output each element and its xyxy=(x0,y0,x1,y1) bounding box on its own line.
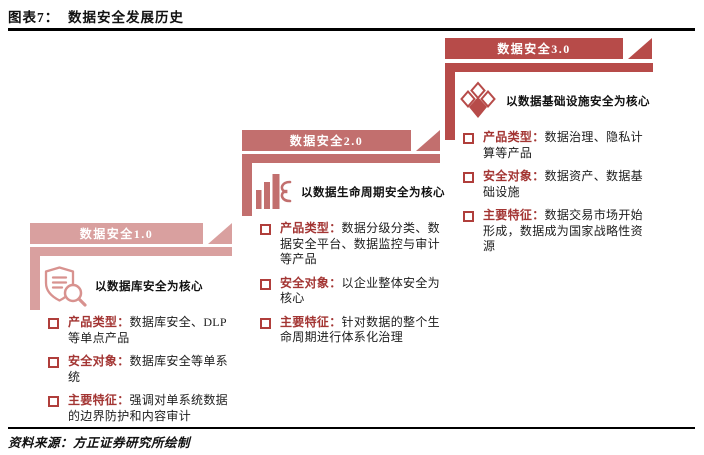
bullet-label: 主要特征： xyxy=(483,208,545,222)
stage1-head-row: 以数据库安全为核心 xyxy=(43,263,203,309)
bullet-square-marker xyxy=(260,224,271,235)
stage3-bullets: 产品类型：数据治理、隐私计算等产品 安全对象：数据资产、数据基础设施 主要特征：… xyxy=(463,130,651,255)
stage3-heading: 以数据基础设施安全为核心 xyxy=(506,96,650,108)
stage2-corner-triangle xyxy=(416,130,440,151)
stage1-corner-triangle xyxy=(208,223,232,244)
stage-data-security-2: 数据安全2.0 以数据生命周期安全为核心 产品类型：数据分级分类、数据安全平台、… xyxy=(242,130,445,360)
bullet-item: 安全对象：数据资产、数据基础设施 xyxy=(463,169,651,200)
bullet-item: 产品类型：数据分级分类、数据安全平台、数据监控与审计等产品 xyxy=(260,221,448,268)
bullet-text: 数据库安全等单系统 xyxy=(68,354,228,384)
data-lifecycle-bars-icon xyxy=(255,171,293,213)
stage3-banner: 数据安全3.0 xyxy=(445,38,623,59)
stage2-frame-left-bar xyxy=(242,154,252,216)
stage1-heading: 以数据库安全为核心 xyxy=(95,281,203,293)
stage1-frame-top-bar xyxy=(30,247,232,256)
stage2-bullets: 产品类型：数据分级分类、数据安全平台、数据监控与审计等产品 安全对象：以企业整体… xyxy=(260,221,448,346)
bullet-text: 强调对单系统数据的边界防护和内容审计 xyxy=(68,393,228,423)
bullet-label: 安全对象： xyxy=(483,169,545,183)
bullet-label: 主要特征： xyxy=(68,393,130,407)
bullet-square-marker xyxy=(463,133,474,144)
stage3-corner-triangle xyxy=(628,38,652,59)
bullet-text: 数据分级分类、数据安全平台、数据监控与审计等产品 xyxy=(280,221,440,266)
bullet-item: 主要特征：强调对单系统数据的边界防护和内容审计 xyxy=(48,393,236,424)
bullet-label: 产品类型： xyxy=(483,130,545,144)
bullet-item: 产品类型：数据治理、隐私计算等产品 xyxy=(463,130,651,161)
stage1-frame-left-bar xyxy=(30,247,40,310)
bullet-text-block: 产品类型：数据库安全、DLP等单点产品 xyxy=(68,315,236,346)
bullet-square-marker xyxy=(48,357,59,368)
stage1-banner: 数据安全1.0 xyxy=(30,223,203,244)
bullet-square-marker xyxy=(463,211,474,222)
top-rule xyxy=(8,28,695,31)
bullet-label: 产品类型： xyxy=(68,315,130,329)
stage3-head-row: 以数据基础设施安全为核心 xyxy=(458,79,650,123)
bullet-text-block: 主要特征：数据交易市场开始形成，数据成为国家战略性资源 xyxy=(483,208,651,255)
bullet-text-block: 主要特征：针对数据的整个生命周期进行体系化治理 xyxy=(280,315,448,346)
stage2-frame-top-bar xyxy=(242,154,440,163)
stage1-banner-row: 数据安全1.0 xyxy=(30,223,232,244)
bullet-text-block: 安全对象：数据库安全等单系统 xyxy=(68,354,236,385)
stage3-frame-top-bar xyxy=(445,63,653,72)
bullet-item: 产品类型：数据库安全、DLP等单点产品 xyxy=(48,315,236,346)
bullet-square-marker xyxy=(48,318,59,329)
bullet-text: 以企业整体安全为核心 xyxy=(280,275,440,306)
stage2-head-row: 以数据生命周期安全为核心 xyxy=(255,169,445,215)
source-note: 资料来源：方正证券研究所绘制 xyxy=(8,436,191,450)
bullet-text: 数据库安全、DLP等单点产品 xyxy=(68,315,227,345)
bullet-text-block: 产品类型：数据分级分类、数据安全平台、数据监控与审计等产品 xyxy=(280,221,448,268)
bullet-item: 主要特征：数据交易市场开始形成，数据成为国家战略性资源 xyxy=(463,208,651,255)
bullet-text: 数据交易市场开始形成，数据成为国家战略性资源 xyxy=(483,208,643,253)
bullet-label: 安全对象： xyxy=(280,275,342,290)
bullet-label: 产品类型： xyxy=(280,221,342,235)
stage3-banner-row: 数据安全3.0 xyxy=(445,38,653,59)
stage1-bullets: 产品类型：数据库安全、DLP等单点产品 安全对象：数据库安全等单系统 主要特征：… xyxy=(48,315,236,424)
bullet-text-block: 安全对象：以企业整体安全为核心 xyxy=(280,276,448,307)
bullet-text-block: 主要特征：强调对单系统数据的边界防护和内容审计 xyxy=(68,393,236,424)
bullet-square-marker xyxy=(463,172,474,183)
bullet-square-marker xyxy=(48,396,59,407)
stage3-frame-left-bar xyxy=(445,63,455,140)
data-cube-icon xyxy=(458,81,498,121)
bullet-square-marker xyxy=(260,278,271,290)
bullet-text: 针对数据的整个生命周期进行体系化治理 xyxy=(280,314,440,345)
stage-data-security-3: 数据安全3.0 以数据基础设施安全为核心 产品类型：数据治理、隐私计算等产品 xyxy=(445,38,653,268)
page-title: 图表7： 数据安全发展历史 xyxy=(8,10,184,25)
bullet-label: 主要特征： xyxy=(280,314,342,329)
bullet-text-block: 产品类型：数据治理、隐私计算等产品 xyxy=(483,130,651,161)
bullet-text: 数据资产、数据基础设施 xyxy=(483,169,643,199)
bullet-item: 安全对象：数据库安全等单系统 xyxy=(48,354,236,385)
stage2-heading: 以数据生命周期安全为核心 xyxy=(301,187,445,199)
bullet-item: 安全对象：以企业整体安全为核心 xyxy=(260,276,448,307)
bullet-square-marker xyxy=(260,317,271,329)
shield-search-icon xyxy=(43,265,87,307)
bullet-label: 安全对象： xyxy=(68,354,130,368)
bullet-item: 主要特征：针对数据的整个生命周期进行体系化治理 xyxy=(260,315,448,346)
bullet-text-block: 安全对象：数据资产、数据基础设施 xyxy=(483,169,651,200)
stage-data-security-1: 数据安全1.0 以数据库安全为核心 产品类型：数据库安全、DLP等单点 xyxy=(30,223,232,435)
bottom-rule xyxy=(8,427,695,429)
bullet-text: 数据治理、隐私计算等产品 xyxy=(483,130,643,160)
stage2-banner: 数据安全2.0 xyxy=(242,130,411,151)
stage2-banner-row: 数据安全2.0 xyxy=(242,130,440,151)
